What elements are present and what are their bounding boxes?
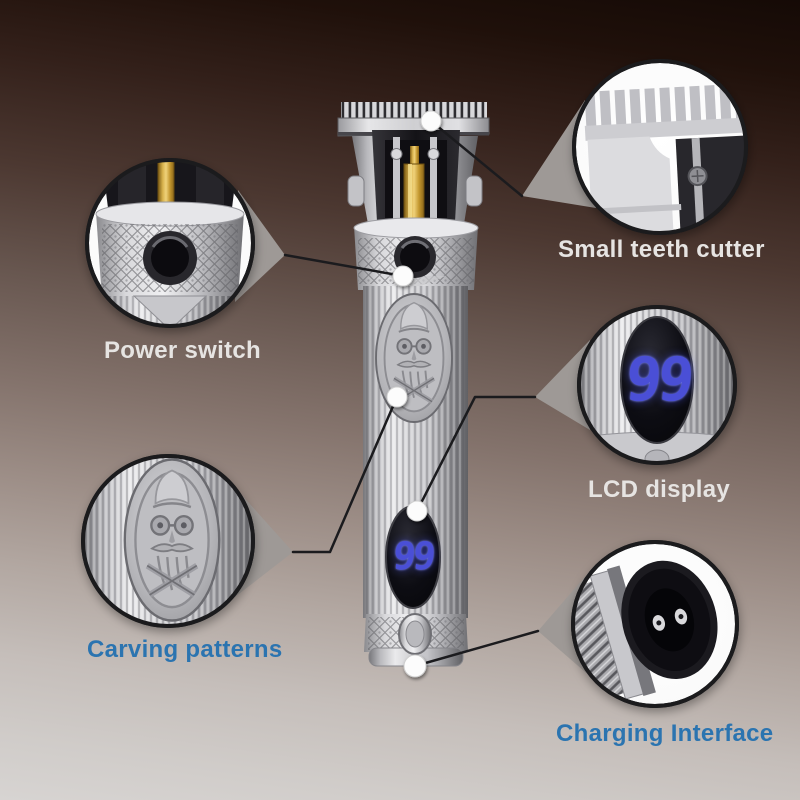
anchor-dots: [386, 110, 442, 678]
label-lcd-display: LCD display: [588, 476, 730, 503]
bottom-button: [398, 613, 432, 655]
trimmer-bottom-cap: [364, 613, 468, 667]
connector-small-teeth: [429, 119, 524, 198]
lcd-value-body: 99: [391, 534, 435, 578]
connector-lcd-display: [415, 395, 537, 513]
connector-charging: [413, 629, 540, 668]
anchor-dot-lcd-display: [406, 500, 428, 522]
label-small-teeth-cutter: Small teeth cutter: [558, 236, 765, 263]
label-charging-interface: Charging Interface: [556, 720, 774, 747]
callout-circle-small-teeth: [572, 59, 748, 235]
anchor-dot-power-switch: [392, 265, 414, 287]
lcd-value-zoom: 99: [622, 345, 694, 415]
trimmer-collar: [353, 217, 479, 290]
callout-circle-charging: [571, 540, 739, 708]
anchor-dot-charging: [403, 654, 427, 678]
wedge-lcd-display: [535, 340, 590, 430]
connector-lines: [283, 119, 540, 668]
callout-circle-power-switch: [85, 158, 255, 328]
medallion-carving: [376, 294, 452, 422]
label-carving-patterns: Carving patterns: [87, 636, 283, 663]
trimmer-body: [363, 286, 468, 618]
connector-carving: [291, 395, 399, 554]
label-power-switch: Power switch: [104, 337, 261, 364]
anchor-dot-carving: [386, 386, 408, 408]
connector-power-switch: [283, 253, 405, 278]
anchor-dot-small-teeth: [420, 110, 442, 132]
trimmer-motor: [347, 130, 483, 224]
trimmer: [337, 102, 490, 667]
callout-circle-carving: [81, 454, 255, 628]
